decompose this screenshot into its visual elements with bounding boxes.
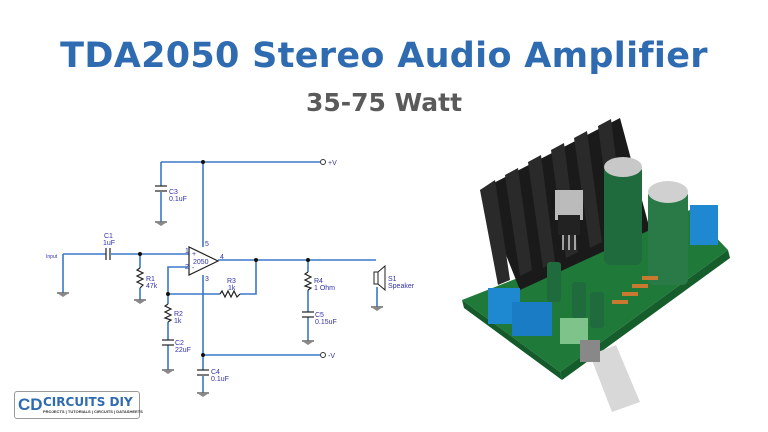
amplifier-board-photo bbox=[462, 118, 730, 412]
c3-ref: C3 bbox=[169, 189, 178, 196]
pin-3: 3 bbox=[205, 276, 209, 283]
vminus-label: -V bbox=[328, 353, 335, 360]
r4-val: 1 Ohm bbox=[314, 285, 335, 292]
r3-val: 1k bbox=[228, 285, 236, 292]
c4-val: 0.1uF bbox=[211, 376, 229, 383]
pin-minus: - bbox=[192, 265, 195, 272]
c4-ref: C4 bbox=[211, 369, 220, 376]
r2-ref: R2 bbox=[174, 311, 183, 318]
r1-ref: R1 bbox=[146, 276, 155, 283]
r1-val: 47k bbox=[146, 283, 158, 290]
pin-plus: + bbox=[192, 251, 196, 258]
c1-val: 1uF bbox=[103, 240, 115, 247]
s1-val: Speaker bbox=[388, 283, 415, 290]
ic-label: 2050 bbox=[193, 259, 209, 266]
logo-mark: CD bbox=[18, 395, 43, 414]
r3-ref: R3 bbox=[227, 278, 236, 285]
page-subtitle: 35-75 Watt bbox=[305, 88, 463, 117]
c3-val: 0.1uF bbox=[169, 196, 187, 203]
pin-5: 5 bbox=[205, 241, 209, 248]
speaker-icon bbox=[373, 264, 386, 292]
c1-ref: C1 bbox=[104, 233, 113, 240]
c5-ref: C5 bbox=[315, 312, 324, 319]
s1-ref: S1 bbox=[388, 276, 397, 283]
c2-val: 22uF bbox=[175, 347, 191, 354]
r2-val: 1k bbox=[174, 318, 182, 325]
c2-ref: C2 bbox=[175, 340, 184, 347]
input-label: Input bbox=[46, 254, 58, 260]
circuits-diy-logo[interactable]: CD CIRCUITS DIY PROJECTS | TUTORIALS | C… bbox=[14, 391, 143, 419]
page-title: TDA2050 Stereo Audio Amplifier bbox=[60, 36, 708, 76]
logo-name: CIRCUITS DIY bbox=[43, 395, 133, 409]
vplus-label: +V bbox=[328, 160, 337, 167]
logo-tagline: PROJECTS | TUTORIALS | CIRCUITS | DATASH… bbox=[43, 409, 143, 414]
c5-val: 0.15uF bbox=[315, 319, 337, 326]
tda2050-opamp bbox=[188, 246, 220, 276]
pin-4: 4 bbox=[220, 254, 224, 261]
r4-ref: R4 bbox=[314, 278, 323, 285]
pin-1: 1 bbox=[185, 248, 189, 255]
